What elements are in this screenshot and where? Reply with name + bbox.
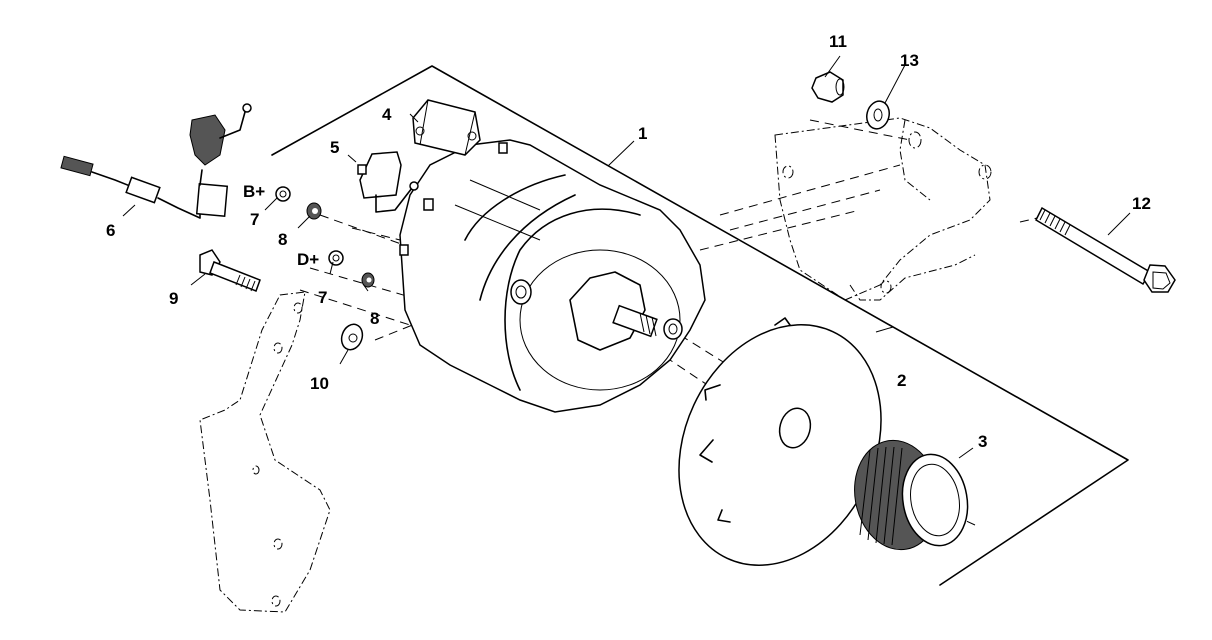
b-plus-nut: [275, 186, 291, 202]
callout-12: 12: [1132, 194, 1151, 213]
fan: [678, 317, 882, 566]
upper-washer: [866, 100, 890, 130]
assembly-boundary: [271, 65, 1129, 586]
callout-7-d-plus: 7: [318, 288, 327, 307]
callout-6: 6: [106, 221, 115, 240]
callout-2: 2: [897, 371, 906, 390]
callout-1: 1: [638, 124, 647, 143]
pulley: [854, 439, 969, 551]
d-plus-nut: [328, 250, 344, 266]
leader-lines: [122, 55, 1131, 459]
upper-mounting-bracket: [699, 117, 992, 301]
spacer-washer: [340, 323, 364, 351]
callout-13: 13: [900, 51, 919, 70]
callout-9: 9: [169, 289, 178, 308]
alternator-body: [399, 139, 706, 413]
callout-10: 10: [310, 374, 329, 393]
callout-11: 11: [829, 32, 847, 51]
callout-3: 3: [978, 432, 987, 451]
connector: [357, 151, 419, 213]
long-bolt: [1035, 206, 1176, 293]
terminal-d-plus-label: D+: [297, 250, 319, 269]
lower-mounting-bracket: [199, 291, 331, 613]
upper-nut: [811, 71, 845, 103]
callout-5: 5: [330, 138, 339, 157]
callout-8-b-plus: 8: [278, 230, 287, 249]
regulator: [412, 99, 481, 156]
b-plus-washer: [306, 202, 322, 220]
callout-4: 4: [382, 105, 392, 124]
bolt: [199, 249, 261, 292]
terminal-b-plus-label: B+: [243, 182, 265, 201]
wiring-harness: [60, 103, 252, 219]
callout-7-b-plus: 7: [250, 210, 259, 229]
callout-labels: 1 2 3 4 5 6 7 8 7 8 9 10 11 12 13 B+ D+: [106, 32, 1151, 451]
callout-8-d-plus: 8: [370, 309, 379, 328]
d-plus-washer: [361, 272, 375, 288]
